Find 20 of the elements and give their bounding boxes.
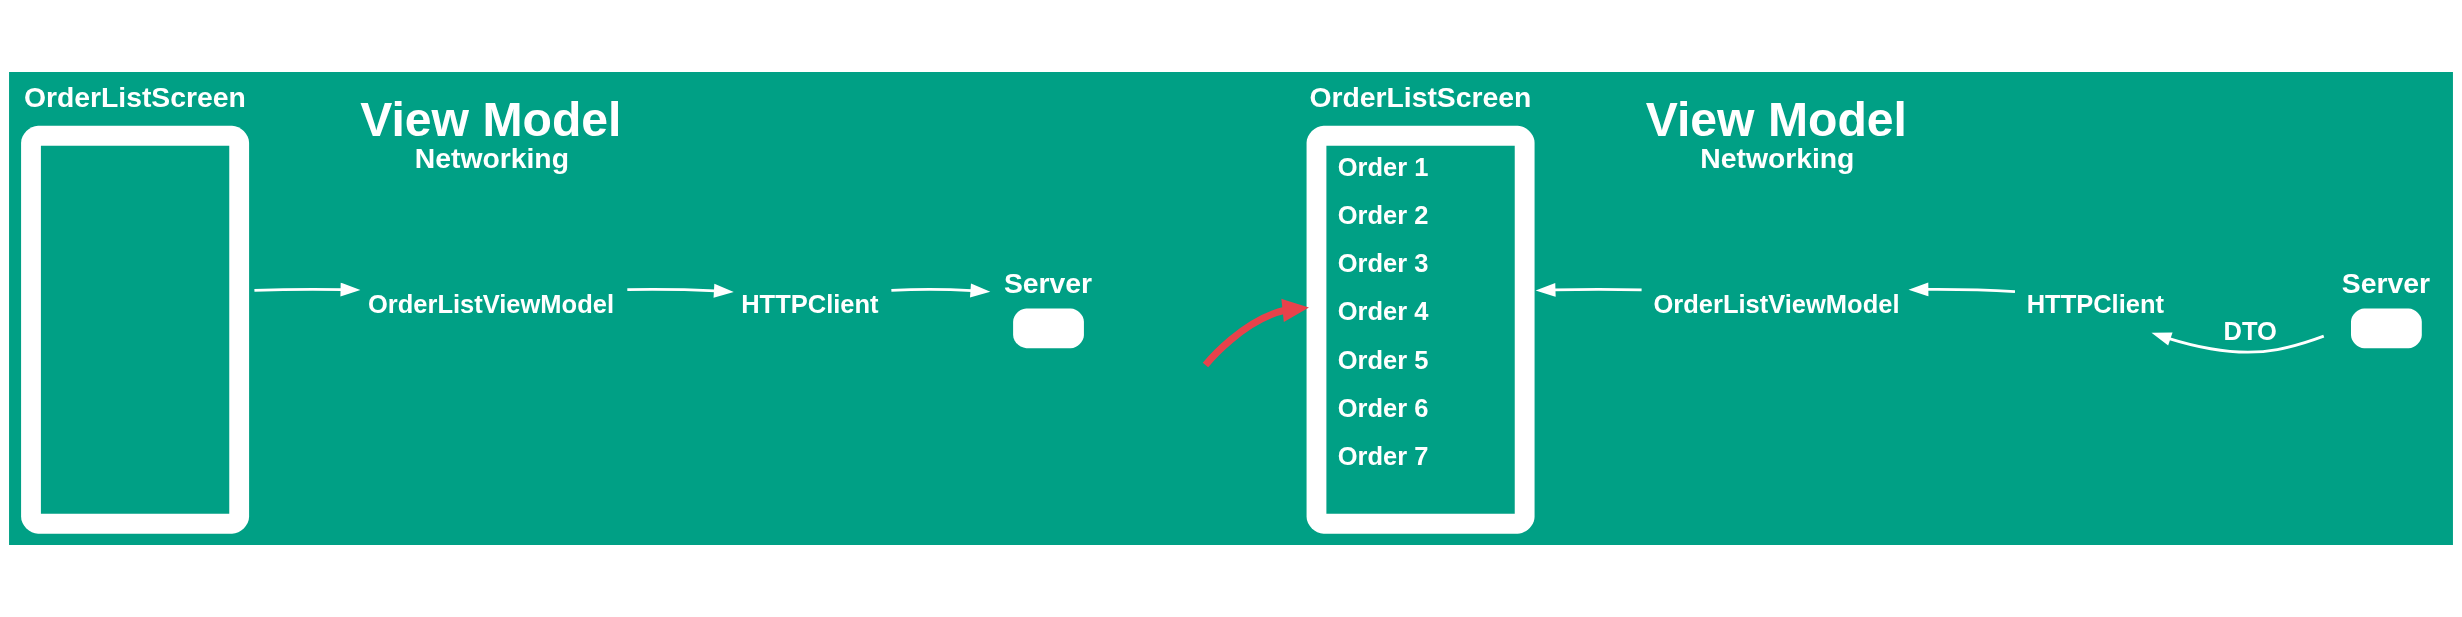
node-box xyxy=(1013,308,1084,349)
node-label: Server xyxy=(2341,266,2430,299)
arrow xyxy=(891,283,991,298)
node-label: OrderListScreen xyxy=(1309,81,1532,114)
arrow xyxy=(254,282,361,297)
node-text: HTTPClient xyxy=(2026,290,2165,319)
edge-label: DTO xyxy=(2223,317,2277,346)
node-label: OrderListScreen xyxy=(23,81,246,114)
arrow xyxy=(1908,282,2016,297)
node-box: Order 1 Order 2 Order 3 Order 4 Order 5 Order 6 Order 7 xyxy=(1306,125,1535,534)
node-text: OrderListViewModel xyxy=(368,290,614,319)
node-label: Server xyxy=(1003,266,1093,299)
node-box xyxy=(2351,308,2422,349)
arrow xyxy=(1202,298,1309,368)
node-text: HTTPClient xyxy=(741,290,879,319)
arrow xyxy=(1535,282,1642,297)
arrow xyxy=(2151,332,2325,354)
node-text: OrderListViewModel xyxy=(1653,290,1900,319)
node-box xyxy=(21,125,250,534)
arrow xyxy=(627,283,734,298)
